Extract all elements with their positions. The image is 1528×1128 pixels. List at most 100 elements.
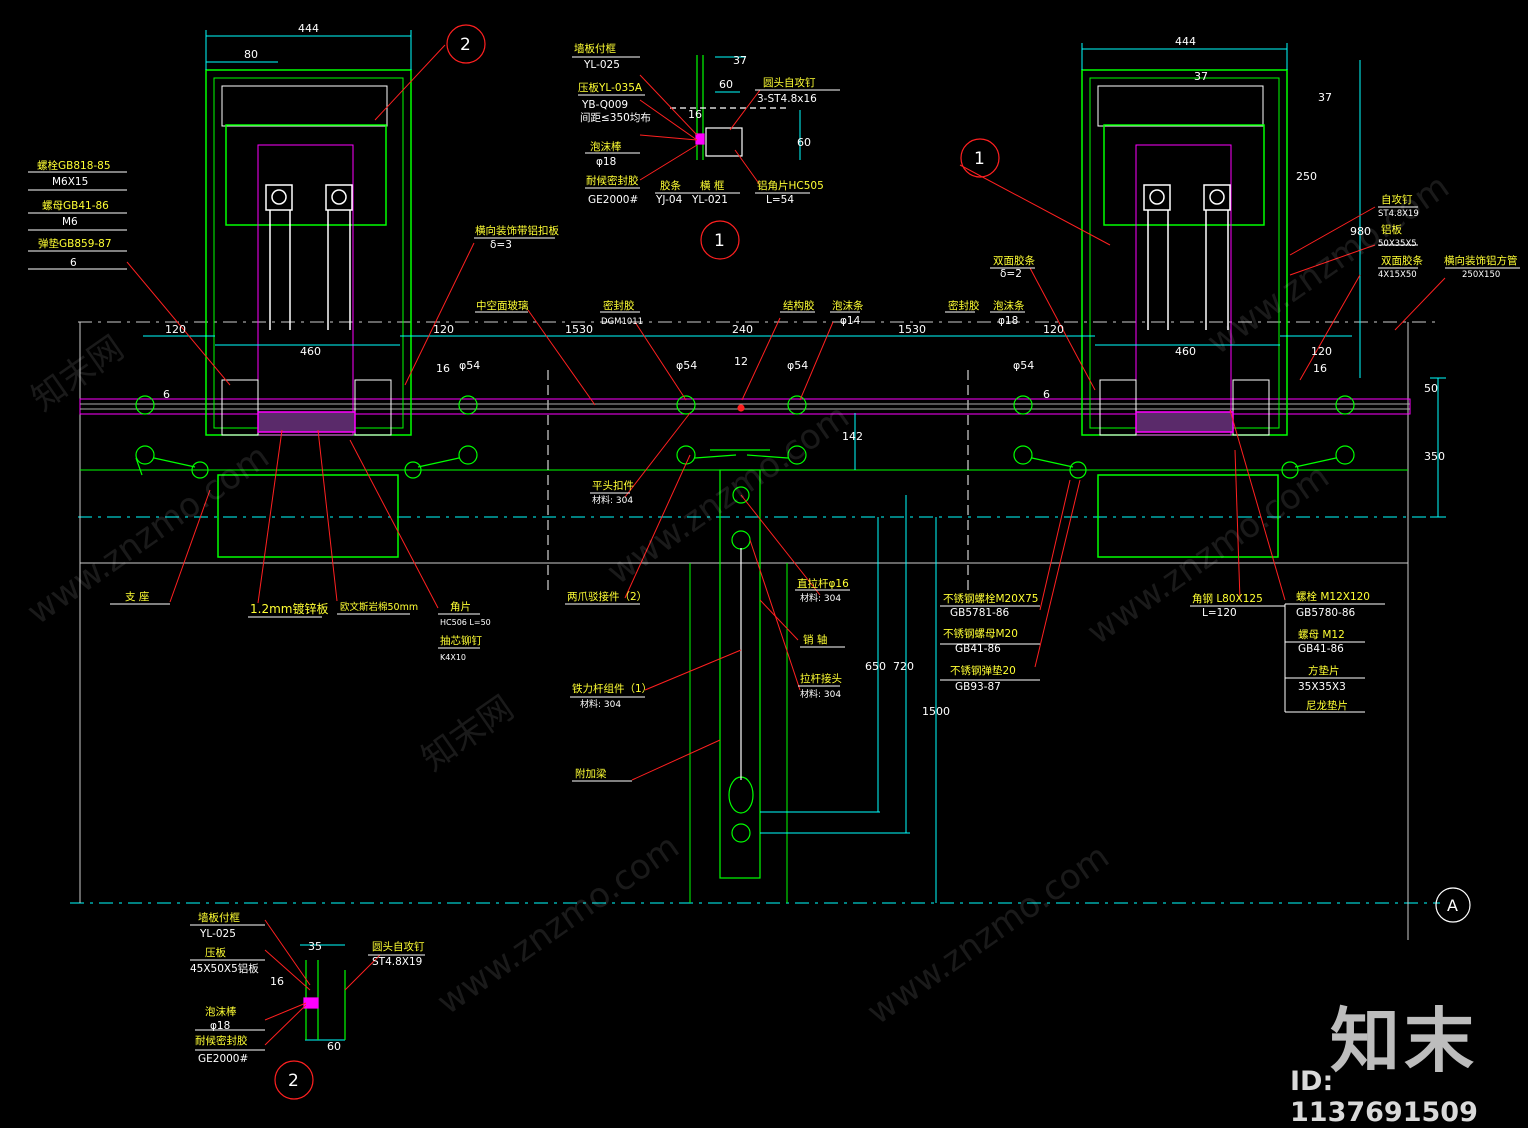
d1-press-spec2: 间距≤350均布 <box>580 111 651 124</box>
d1-wall-frame-spec: YL-025 <box>583 59 620 71</box>
detail2-dim-60: 60 <box>327 1040 341 1053</box>
r-bolt: 螺栓 M12X120 <box>1296 590 1370 603</box>
d1-al-angle: 铝角片HC505 <box>757 179 824 192</box>
label-sealant-spec: DGM1011 <box>601 317 643 327</box>
label-rod-mat: 材料: 304 <box>800 592 841 604</box>
r-deco-tube-spec: 250X150 <box>1462 270 1500 280</box>
r-bolt-spec: GB5780-86 <box>1296 607 1356 619</box>
dim-right-37b: 37 <box>1318 91 1332 104</box>
dim-left-460: 460 <box>300 345 321 358</box>
label-nut-spec: M6 <box>62 216 78 228</box>
r-dbl-tape2: 双面胶条 <box>1381 254 1423 267</box>
dim-right-460: 460 <box>1175 345 1196 358</box>
d2-screw-spec: ST4.8X19 <box>372 956 422 968</box>
label-angle: 角片 <box>450 600 471 613</box>
d2-press-spec: 45X50X5铝板 <box>190 962 259 975</box>
truss-column <box>710 449 770 879</box>
dim-left-box-80: 80 <box>244 48 258 61</box>
dim-16-left: 16 <box>436 362 450 375</box>
dim-right-120b: 120 <box>1311 345 1332 358</box>
label-deco-plate: 横向装饰带铝扣板 <box>475 224 559 237</box>
label-bolt-spec: M6X15 <box>52 176 88 188</box>
label-rivet-spec: K4X10 <box>440 653 466 662</box>
r-ss-washer: 不锈钢弹垫20 <box>950 664 1016 677</box>
right-mullion-box <box>1081 69 1288 558</box>
dim-phi54-d: φ54 <box>1013 359 1034 372</box>
r-ss-nut: 不锈钢螺母M20 <box>943 627 1018 640</box>
r-deco-tube: 横向装饰铝方管 <box>1444 254 1518 267</box>
detail-2-joint <box>303 960 346 1040</box>
label-rod: 直拉杆φ16 <box>797 577 849 590</box>
label-tie-head-mat: 材料: 304 <box>800 688 841 700</box>
dim-350: 350 <box>1424 450 1445 463</box>
label-support: 支 座 <box>125 590 149 603</box>
label-galv-plate: 1.2mm镀锌板 <box>250 602 328 616</box>
r-ss-bolt: 不锈钢螺栓M20X75 <box>943 592 1038 605</box>
r-double-tape-spec: δ=2 <box>1000 268 1022 280</box>
r-nut: 螺母 M12 <box>1298 629 1345 641</box>
dim-6-left: 6 <box>163 388 170 401</box>
d2-foam-rod-spec: φ18 <box>210 1020 230 1032</box>
r-nylon: 尼龙垫片 <box>1306 699 1348 712</box>
d1-screw-spec: 3-ST4.8x16 <box>757 93 817 105</box>
detail1-dim-60a: 60 <box>719 78 733 91</box>
dim-left-box-width: 444 <box>298 22 319 35</box>
dim-6-right: 6 <box>1043 388 1050 401</box>
d1-al-angle-spec: L=54 <box>766 194 794 206</box>
d1-press-spec1: YB-Q009 <box>581 99 628 111</box>
r-angle-steel-spec: L=120 <box>1202 607 1237 619</box>
dim-720: 720 <box>893 660 914 673</box>
dim-left-120b: 120 <box>433 323 454 336</box>
label-sealant: 密封胶 <box>603 299 635 312</box>
marker-1-mid: 1 <box>714 231 725 251</box>
dim-right-120a: 120 <box>1043 323 1064 336</box>
r-self-screw: 自攻钉 <box>1381 193 1413 206</box>
label-truss: 铁力杆组件（1） <box>572 682 652 695</box>
dim-12: 12 <box>734 355 748 368</box>
r-self-screw-spec: ST4.8X19 <box>1378 209 1419 219</box>
d1-rubber-spec: YJ-04 <box>655 194 683 206</box>
id-label: ID: 1137691509 <box>1290 1066 1478 1128</box>
label-struct-glue: 结构胶 <box>783 299 815 312</box>
glass-band <box>79 398 1411 415</box>
dim-span-1530-right: 1530 <box>898 323 926 336</box>
r-ss-nut-spec: GB41-86 <box>955 643 1001 655</box>
detail1-dim-60b: 60 <box>797 136 811 149</box>
label-washer: 弹垫GB859-87 <box>38 237 112 250</box>
dim-16-right: 16 <box>1313 362 1327 375</box>
label-claw: 两爪驳接件（2） <box>567 590 647 603</box>
r-nut-spec: GB41-86 <box>1298 643 1344 655</box>
detail2-dim-16: 16 <box>270 975 284 988</box>
dim-phi54-c: φ54 <box>787 359 808 372</box>
d2-wall-frame-spec: YL-025 <box>199 928 236 940</box>
label-flat-head-mat: 材料: 304 <box>592 494 633 506</box>
dim-span-1530-left: 1530 <box>565 323 593 336</box>
label-foam: 泡沫条 <box>832 299 864 312</box>
d1-rubber: 胶条 <box>660 179 681 192</box>
d1-press-plate: 压板YL-035A <box>578 81 643 94</box>
d1-mullion: 横 框 <box>700 179 725 192</box>
label-nut: 螺母GB41-86 <box>42 200 109 212</box>
d1-foam-rod-spec: φ18 <box>596 156 616 168</box>
label-extra-beam: 附加梁 <box>575 767 607 780</box>
leader-underlines <box>28 56 1520 1051</box>
marker-1-right: 1 <box>974 149 985 169</box>
r-seal: 密封胶 <box>948 299 980 312</box>
label-deco-plate-spec: δ=3 <box>490 239 512 251</box>
label-bolt: 螺栓GB818-85 <box>37 159 111 172</box>
dim-left-120a: 120 <box>165 323 186 336</box>
detail1-dim-37: 37 <box>733 54 747 67</box>
label-rivet: 抽芯铆钉 <box>440 634 482 647</box>
dim-right-980: 980 <box>1350 225 1371 238</box>
dim-right-box-width: 444 <box>1175 35 1196 48</box>
d1-screw: 圆头自攻钉 <box>763 76 816 89</box>
marker-2-bottom: 2 <box>288 1071 299 1091</box>
dim-phi54-a: φ54 <box>459 359 480 372</box>
d1-foam-rod: 泡沫棒 <box>590 140 622 153</box>
brand-logo: 知末 <box>1330 1000 1478 1082</box>
label-hollow-glass: 中空面玻璃 <box>476 299 529 312</box>
d2-weather-seal-spec: GE2000# <box>198 1053 248 1065</box>
leader-lines <box>126 44 1446 1046</box>
dim-right-37a: 37 <box>1194 70 1208 83</box>
